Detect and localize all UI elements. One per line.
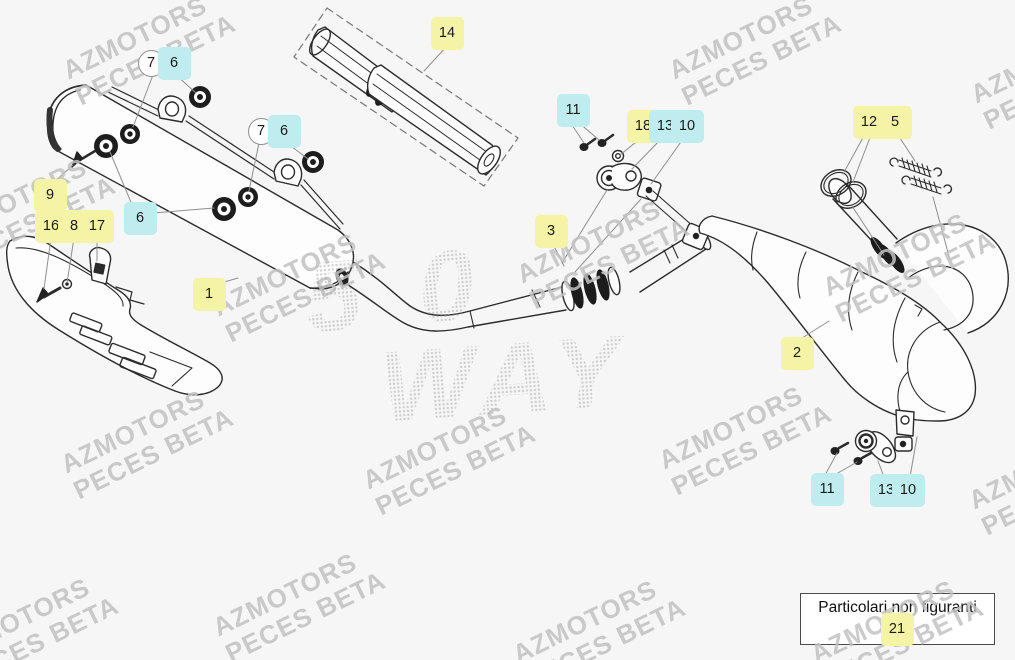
part-callout-17[interactable]: 17 xyxy=(80,209,114,243)
springs-art xyxy=(889,157,953,195)
mid-pipe-art xyxy=(344,227,712,332)
part-callout-21[interactable]: 21 xyxy=(880,612,914,646)
heat-shield-art xyxy=(5,235,223,396)
part-callout-10[interactable]: 10 xyxy=(891,473,925,507)
part-callout-6[interactable]: 6 xyxy=(123,201,157,235)
part-callout-14[interactable]: 14 xyxy=(430,16,464,50)
grommets-art xyxy=(94,86,324,221)
expansion-chamber-art xyxy=(698,177,1009,452)
packing-kit-art xyxy=(293,7,519,187)
part-callout-10[interactable]: 10 xyxy=(670,109,704,143)
lower-bracket-art xyxy=(830,429,897,465)
leader-lines xyxy=(43,45,951,478)
upper-bracket-art xyxy=(579,133,710,251)
part-callout-6[interactable]: 6 xyxy=(157,46,191,80)
part-callout-3[interactable]: 3 xyxy=(534,214,568,248)
part-callout-11[interactable]: 11 xyxy=(556,93,590,127)
part-callout-5[interactable]: 5 xyxy=(878,105,912,139)
screw-9-art xyxy=(71,149,97,168)
part-callout-11[interactable]: 11 xyxy=(810,472,844,506)
o-rings-art xyxy=(820,169,867,209)
part-callout-9[interactable]: 9 xyxy=(33,178,67,212)
part-callout-6[interactable]: 6 xyxy=(267,114,301,148)
missing-parts-note-text: Particolari non figuranti xyxy=(818,599,977,616)
part-callout-8[interactable]: 8 xyxy=(57,209,91,243)
part-callout-1[interactable]: 1 xyxy=(192,277,226,311)
part-callout-2[interactable]: 2 xyxy=(780,336,814,370)
